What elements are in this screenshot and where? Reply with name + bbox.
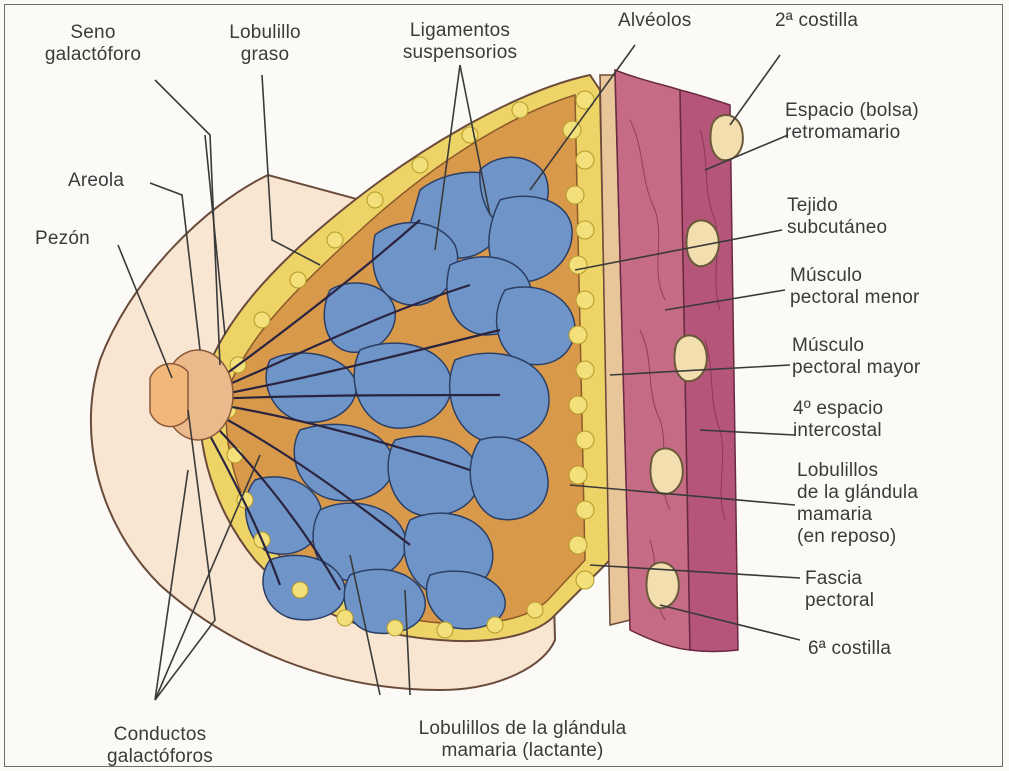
label-seno-galactoforo: Seno galactóforo [18,22,168,66]
label-fascia-pectoral: Fascia pectoral [805,568,874,612]
label-lobulillo-graso: Lobulillo graso [205,22,325,66]
label-alveolos: Alvéolos [618,10,691,32]
label-pezon: Pezón [35,228,90,250]
label-espacio-retromamario: Espacio (bolsa) retromamario [785,100,919,144]
label-4o-espacio-intercostal: 4º espacio intercostal [793,398,883,442]
label-2a-costilla: 2ª costilla [775,10,858,32]
nipple-shape [150,364,188,427]
label-areola: Areola [68,170,124,192]
label-musculo-pectoral-menor: Músculo pectoral menor [790,265,920,309]
label-musculo-pectoral-mayor: Músculo pectoral mayor [792,335,920,379]
label-lobulillos-lactante: Lobulillos de la glándula mamaria (lacta… [345,718,700,762]
rib-4 [674,335,706,381]
label-ligamentos-suspensorios: Ligamentos suspensorios [360,20,560,64]
label-6a-costilla: 6ª costilla [808,638,891,660]
label-conductos-galactoforos: Conductos galactóforos [70,724,250,768]
label-tejido-subcutaneo: Tejido subcutáneo [787,195,887,239]
rib-5 [650,448,682,494]
rib-2 [710,115,742,160]
label-lobulillos-reposo: Lobulillos de la glándula mamaria (en re… [797,460,918,548]
